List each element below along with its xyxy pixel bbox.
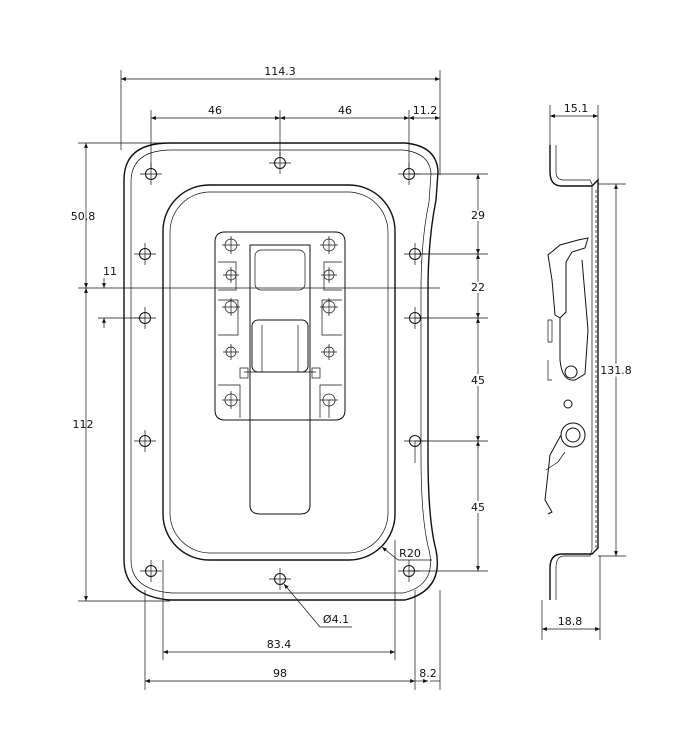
dimension-lines [78, 70, 488, 690]
outer-plate-outline [123, 142, 439, 601]
mounting-holes [134, 152, 426, 590]
dim-inner-width: 83.4 [267, 638, 292, 651]
side-hinge-outer [560, 422, 586, 448]
front-view [123, 142, 439, 601]
dimension-labels: 114.3 46 46 11.2 50.8 11 112 29 22 45 45… [71, 65, 635, 680]
dim-upper-height: 50.8 [71, 210, 96, 223]
dim-pitch-29: 29 [471, 209, 485, 222]
dim-pitch-22: 22 [471, 281, 485, 294]
dim-edge-offset: 11.2 [413, 104, 438, 117]
side-detail [547, 319, 553, 381]
dim-hole-span: 98 [273, 667, 287, 680]
dim-hole-diameter: Ø4.1 [323, 613, 349, 626]
side-hinge-inner [565, 427, 581, 443]
dim-hole-spacing-right: 46 [338, 104, 352, 117]
side-profile-inner [555, 145, 593, 600]
side-latch-hook [547, 237, 589, 319]
side-pivot [564, 365, 578, 379]
side-profile-outer [549, 145, 599, 600]
latch-hook [254, 249, 306, 291]
side-pivot-small [563, 399, 573, 409]
dim-lower-height: 112 [73, 418, 94, 431]
recessed-pan-outline [162, 184, 396, 561]
dim-pitch-45-a: 45 [471, 374, 485, 387]
dim-overall-width: 114.3 [264, 65, 296, 78]
base-plate-holes [222, 236, 338, 418]
hinge-pin-end [311, 367, 321, 379]
dim-small-offset: 11 [103, 265, 117, 278]
base-plate-lugs [218, 261, 342, 418]
side-dimension-lines [541, 105, 626, 640]
dim-side-depth-bottom: 18.8 [558, 615, 583, 628]
side-latch-arm [559, 259, 589, 381]
side-detail [545, 451, 566, 471]
latch-hinge-block [251, 319, 309, 373]
side-view [544, 145, 599, 600]
dim-radius: R20 [399, 547, 421, 560]
side-latch-handle [544, 434, 562, 515]
dim-pitch-45-b: 45 [471, 501, 485, 514]
dim-side-depth-top: 15.1 [564, 102, 589, 115]
outer-plate-inner-edge [130, 149, 432, 594]
recessed-pan-inner [169, 191, 389, 554]
hinge-pin-end [239, 367, 249, 379]
latch-lever [249, 244, 311, 515]
latch-base-plate [214, 231, 346, 421]
dim-hole-spacing-left: 46 [208, 104, 222, 117]
dim-side-height: 131.8 [600, 364, 632, 377]
dim-edge-margin: 8.2 [419, 667, 437, 680]
